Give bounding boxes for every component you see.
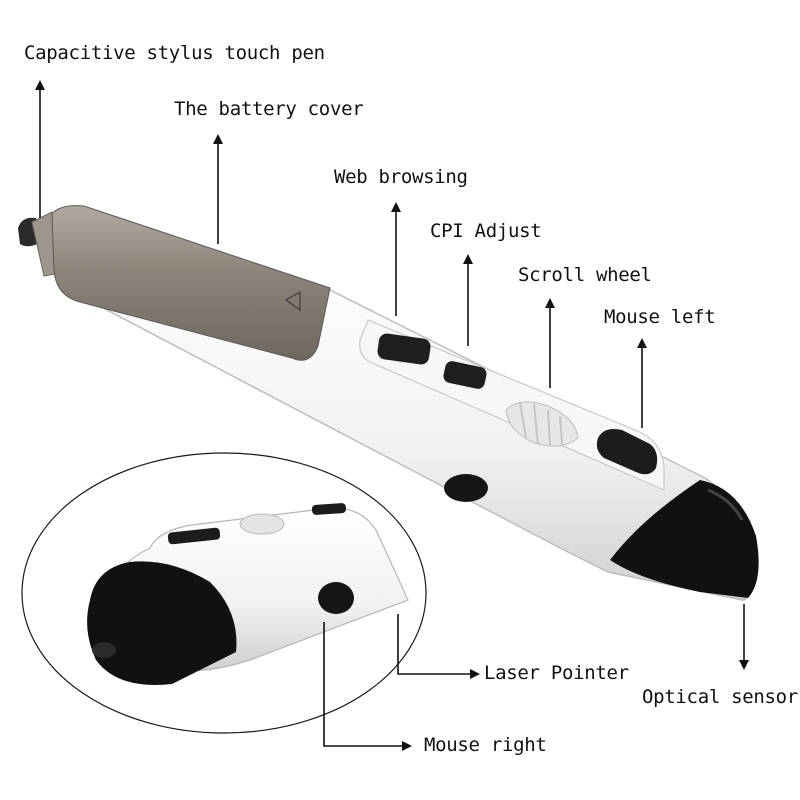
label-laser-pointer: Laser Pointer (484, 662, 629, 684)
inset-button-b (311, 503, 347, 515)
pen-tip (610, 480, 759, 598)
scroll-wheel (505, 401, 579, 447)
arrow-laser-pointer (397, 614, 480, 679)
label-optical-sensor: Optical sensor (642, 686, 798, 708)
label-mouse-left: Mouse left (604, 306, 716, 328)
side-port (444, 474, 488, 502)
inset-mouse-right-button (318, 582, 354, 614)
mouse-left-button (596, 429, 658, 475)
leader-arrows (35, 80, 749, 751)
label-stylus: Capacitive stylus touch pen (24, 42, 325, 64)
label-web-browsing: Web browsing (334, 166, 468, 188)
label-cpi-adjust: CPI Adjust (430, 220, 542, 242)
arrow-mouse-right (323, 622, 412, 751)
label-battery-cover: The battery cover (174, 98, 364, 120)
label-scroll-wheel: Scroll wheel (518, 264, 652, 286)
label-mouse-right: Mouse right (424, 734, 547, 756)
battery-cover (51, 205, 331, 361)
inset-button-a (167, 527, 221, 545)
inset-view (21, 452, 427, 734)
inset-scroll-wheel (239, 513, 285, 535)
web-browsing-button (377, 333, 431, 365)
inset-tip (87, 561, 237, 685)
battery-cover-grip (284, 290, 301, 312)
cpi-adjust-button (443, 361, 487, 389)
pen-main (18, 205, 759, 601)
